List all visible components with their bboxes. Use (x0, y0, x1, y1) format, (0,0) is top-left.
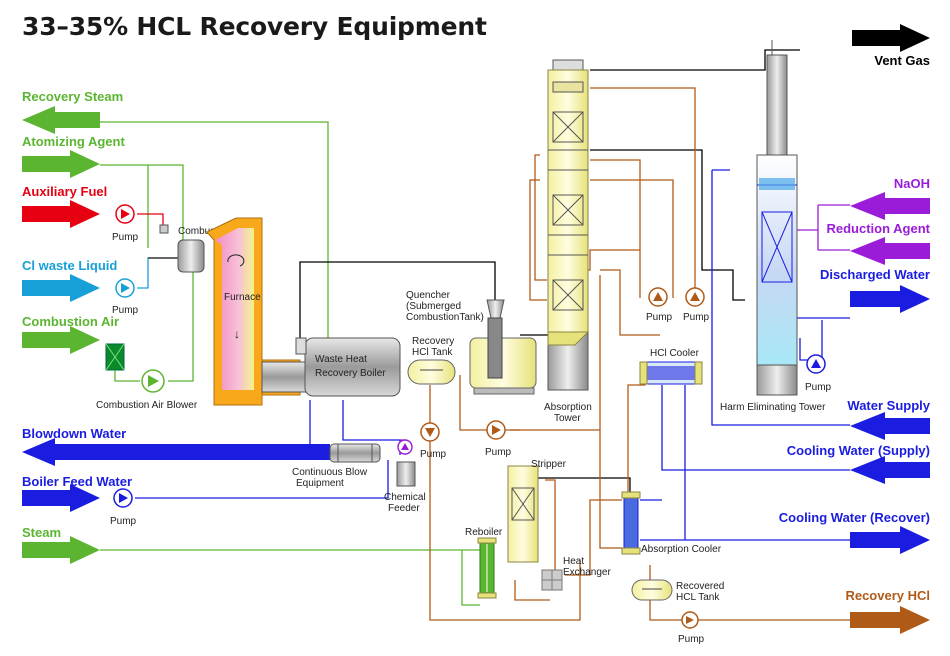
pump-absorption-2: Pump (683, 287, 710, 323)
reboiler: Reboiler (465, 527, 503, 599)
combustor: Combustor (148, 224, 228, 273)
stream-label-cooling-water-recover: Cooling Water (Recover) (779, 510, 930, 525)
svg-text:Continuous Blow: Continuous Blow (292, 467, 368, 478)
waste-heat-recovery-boiler: Waste Heat Recovery Boiler (261, 337, 401, 397)
stream-label-recovery-hcl: Recovery HCl (845, 588, 930, 603)
stream-arrow-cl-waste-liquid: Cl waste Liquid (22, 258, 117, 302)
stream-arrow-boiler-feed-water: Boiler Feed Water (22, 474, 132, 512)
chemical-feeder: Chemical Feeder (384, 439, 426, 514)
svg-text:Pump: Pump (112, 232, 139, 243)
svg-text:Furnace: Furnace (224, 292, 261, 303)
svg-text:↓: ↓ (234, 327, 240, 341)
stream-label-auxiliary-fuel: Auxiliary Fuel (22, 184, 107, 199)
svg-text:Feeder: Feeder (388, 503, 420, 514)
stream-arrow-naoh: NaOH (850, 176, 930, 220)
pump-recovered-hcl: Pump (678, 611, 705, 645)
recovered-hcl-tank: Recovered HCL Tank (631, 579, 724, 603)
svg-text:Pump: Pump (678, 634, 705, 645)
stream-arrow-blowdown-water: Blowdown Water (22, 426, 330, 466)
stream-label-steam: Steam (22, 525, 61, 540)
stripper: Stripper (507, 459, 567, 563)
stream-label-blowdown-water: Blowdown Water (22, 426, 126, 441)
stream-arrow-reduction-agent: Reduction Agent (826, 221, 931, 265)
continuous-blow-equipment: Continuous Blow Equipment (292, 443, 381, 489)
svg-text:Equipment: Equipment (296, 478, 344, 489)
svg-text:HCl Cooler: HCl Cooler (650, 348, 700, 359)
stream-arrow-atomizing-agent: Atomizing Agent (22, 134, 125, 178)
stream-label-vent-gas: Vent Gas (874, 53, 930, 68)
svg-text:Chemical: Chemical (384, 492, 426, 503)
svg-text:Heat: Heat (563, 556, 584, 567)
pump-recovery-tank: Pump (420, 422, 447, 460)
svg-text:Pump: Pump (683, 312, 710, 323)
pump-fuel: Pump (112, 204, 139, 243)
stream-label-cooling-water-supply: Cooling Water (Supply) (787, 443, 930, 458)
stream-arrow-cooling-water-supply: Cooling Water (Supply) (787, 443, 930, 484)
svg-text:Pump: Pump (805, 382, 832, 393)
diagram-title: 33–35% HCL Recovery Equipment (22, 12, 487, 41)
pump-harm-tower: Pump (805, 354, 832, 393)
svg-text:Recovery Boiler: Recovery Boiler (315, 368, 386, 379)
stream-label-discharged-water: Discharged Water (820, 267, 930, 282)
stream-arrow-recovery-hcl: Recovery HCl (845, 588, 930, 634)
pump-boiler-feed: Pump (110, 488, 137, 527)
svg-text:Harm Eliminating Tower: Harm Eliminating Tower (720, 402, 826, 413)
stream-arrow-combustion-air: Combustion Air (22, 314, 119, 354)
pump-waste-liquid: Pump (112, 278, 139, 316)
stream-label-boiler-feed-water: Boiler Feed Water (22, 474, 132, 489)
svg-text:Recovered: Recovered (676, 581, 724, 592)
stream-label-reduction-agent: Reduction Agent (826, 221, 930, 236)
stream-arrow-vent-gas: Vent Gas (852, 24, 930, 68)
svg-text:Absorption Cooler: Absorption Cooler (641, 544, 722, 555)
svg-text:Recovery: Recovery (412, 336, 454, 347)
svg-text:CombustionTank): CombustionTank) (406, 312, 484, 323)
stream-arrow-recovery-steam: Recovery Steam (22, 89, 123, 134)
svg-text:Waste Heat: Waste Heat (315, 354, 367, 365)
furnace: Furnace ↓ (206, 217, 301, 406)
stream-arrow-cooling-water-recover: Cooling Water (Recover) (779, 510, 930, 554)
svg-text:Stripper: Stripper (531, 459, 567, 470)
svg-text:Pump: Pump (420, 449, 447, 460)
absorption-cooler: Absorption Cooler (621, 491, 722, 555)
svg-text:Quencher: Quencher (406, 290, 451, 301)
svg-text:HCL Tank: HCL Tank (676, 592, 720, 603)
stream-label-atomizing-agent: Atomizing Agent (22, 134, 125, 149)
pump-absorption-1: Pump (646, 287, 673, 323)
svg-text:Combustor: Combustor (178, 226, 228, 237)
combustion-air-blower: Combustion Air Blower (96, 369, 198, 411)
quencher: Quencher (Submerged CombustionTank) (406, 290, 537, 395)
svg-text:Pump: Pump (646, 312, 673, 323)
harm-eliminating-tower: Harm Eliminating Tower (720, 40, 826, 413)
stream-label-water-supply: Water Supply (847, 398, 930, 413)
stream-arrow-auxiliary-fuel: Auxiliary Fuel (22, 184, 107, 228)
absorption-tower: Absorption Tower (544, 59, 592, 424)
svg-text:Pump: Pump (485, 447, 512, 458)
stream-label-recovery-steam: Recovery Steam (22, 89, 123, 104)
stream-arrow-water-supply: Water Supply (847, 398, 931, 440)
svg-text:Exchanger: Exchanger (563, 567, 611, 578)
svg-text:Reboiler: Reboiler (465, 527, 503, 538)
stream-arrow-discharged-water: Discharged Water (820, 267, 930, 313)
svg-text:Tower: Tower (554, 413, 581, 424)
stream-label-cl-waste-liquid: Cl waste Liquid (22, 258, 117, 273)
stream-arrow-steam: Steam (22, 525, 100, 564)
hcl-cooler: HCl Cooler (639, 348, 703, 385)
recovery-hcl-tank: Recovery HCl Tank (407, 336, 456, 385)
svg-text:Combustion Air Blower: Combustion Air Blower (96, 400, 198, 411)
pump-stripper-feed: Pump (485, 420, 512, 458)
stream-label-naoh: NaOH (894, 176, 930, 191)
svg-text:Pump: Pump (110, 516, 137, 527)
pipes (100, 49, 850, 621)
svg-text:HCl Tank: HCl Tank (412, 347, 453, 358)
heat-exchanger: Heat Exchanger (541, 556, 611, 591)
svg-text:(Submerged: (Submerged (406, 301, 461, 312)
air-filter (105, 343, 140, 382)
stream-label-combustion-air: Combustion Air (22, 314, 119, 329)
svg-text:Pump: Pump (112, 305, 139, 316)
svg-text:Absorption: Absorption (544, 402, 592, 413)
